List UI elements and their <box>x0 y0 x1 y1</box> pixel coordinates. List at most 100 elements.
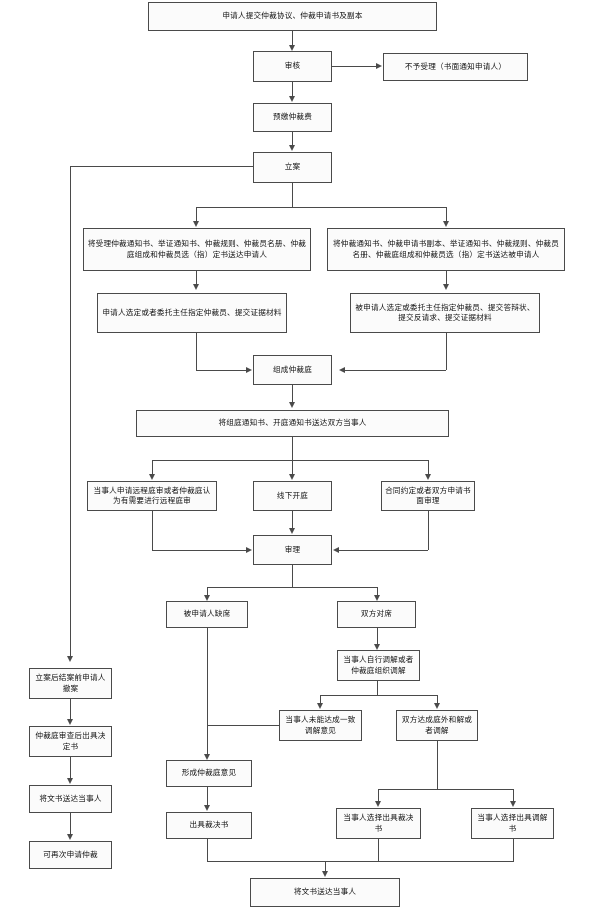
arrowhead-down <box>509 801 516 807</box>
node-submit-application: 申请人提交仲裁协议、仲裁申请书及副本 <box>148 2 437 31</box>
arrowhead-down <box>203 754 210 760</box>
arrowhead-down <box>374 801 381 807</box>
connector-both-present-to-mediation <box>377 628 378 644</box>
arrowhead-down <box>288 528 295 534</box>
node-label: 当事人选择出具调解书 <box>477 813 548 833</box>
connector-applicant-select-to-tribunal <box>196 370 246 371</box>
arrowhead-down <box>192 221 199 227</box>
arrowhead-left <box>333 546 339 553</box>
arrowhead-down <box>67 778 73 784</box>
connector-withdraw-to-decision <box>70 699 71 719</box>
connector-serve-respondent-to-select <box>446 271 447 284</box>
arrowhead-down <box>424 474 431 480</box>
node-label: 审核 <box>284 61 301 71</box>
node-review: 审核 <box>253 51 332 82</box>
node-label: 不予受理（书面通知申请人） <box>404 61 507 71</box>
node-label: 当事人申请远程庭审或者仲裁庭认为有需要进行远程庭审 <box>93 485 211 505</box>
node-label: 申请人提交仲裁协议、仲裁申请书及副本 <box>222 11 363 21</box>
connector-respondent-select-down <box>446 333 447 370</box>
connector-remote-to-hearing-h <box>152 550 246 551</box>
connector-mediation-split <box>320 695 437 696</box>
node-choose-award: 当事人选择出具裁决书 <box>336 808 421 839</box>
node-serve-applicant: 将受理仲裁通知书、举证通知书、仲裁规则、仲裁员名册、仲裁庭组成和仲裁员选（指）定… <box>83 228 311 271</box>
node-withdraw-case: 立案后结案前申请人撤案 <box>29 668 112 699</box>
node-respondent-select-arbitrator: 被申请人选定或委托主任指定仲裁员、提交答辩状、提交反请求、提交证据材料 <box>350 293 540 333</box>
arrowhead-down <box>373 644 380 650</box>
connector-to-choose-award <box>378 789 379 801</box>
connector-absent-to-opinion <box>207 628 208 754</box>
node-label: 双方达成庭外和解或者调解 <box>401 715 473 735</box>
node-label: 申请人选定或者委托主任指定仲裁员、提交证据材料 <box>102 307 282 317</box>
node-mediation-failed: 当事人未能达成一致调解意见 <box>279 710 362 741</box>
connector-to-remote-hearing <box>152 460 153 474</box>
connector-to-written-hearing <box>428 460 429 474</box>
connector-left-branch-down <box>70 166 71 656</box>
connector-applicant-select-down <box>196 333 197 370</box>
node-label: 审理 <box>284 544 301 554</box>
node-not-accepted: 不予受理（书面通知申请人） <box>383 53 528 81</box>
node-applicant-select-arbitrator: 申请人选定或者委托主任指定仲裁员、提交证据材料 <box>97 293 287 333</box>
connector-filing-split <box>196 207 446 208</box>
arrowhead-down <box>67 719 73 725</box>
connector-mediation-down <box>377 681 378 695</box>
node-hearing: 审理 <box>253 535 332 565</box>
connector-hearing-outcome-split <box>207 587 377 588</box>
node-label: 预缴仲裁费 <box>273 112 312 122</box>
connector-hearing-down <box>292 565 293 587</box>
connector-to-serve-respondent <box>446 207 447 221</box>
node-label: 当事人未能达成一致调解意见 <box>285 715 356 735</box>
connector-respondent-select-to-tribunal <box>345 370 446 371</box>
arrowhead-down <box>288 45 295 51</box>
connector-to-respondent-absent <box>207 587 208 595</box>
node-choose-mediation-doc: 当事人选择出具调解书 <box>471 808 554 839</box>
connector-award-down <box>207 839 208 861</box>
arrowhead-down <box>203 595 210 601</box>
node-label: 线下开庭 <box>276 490 309 500</box>
arrowhead-down <box>203 805 210 811</box>
arrowhead-down <box>442 284 449 290</box>
node-label: 被申请人选定或委托主任指定仲裁员、提交答辩状、提交反请求、提交证据材料 <box>355 302 535 322</box>
arrowhead-right <box>376 62 382 69</box>
connector-to-choose-mediation-doc <box>513 789 514 801</box>
connector-filing-down <box>292 183 293 207</box>
node-offline-hearing: 线下开庭 <box>253 481 332 511</box>
arrowhead-right <box>246 546 252 553</box>
connector-submit-to-review <box>292 31 293 45</box>
connector-serve-to-reapply <box>70 813 71 834</box>
node-label: 当事人自行调解或者仲裁庭组织调解 <box>343 655 414 675</box>
node-label: 被申请人缺席 <box>183 609 231 619</box>
arrowhead-down <box>192 284 199 290</box>
node-label: 组成仲裁庭 <box>273 364 312 374</box>
connector-review-to-not-accepted <box>332 66 376 67</box>
node-label: 形成仲裁庭意见 <box>181 768 237 778</box>
connector-prepay-to-filing <box>292 132 293 145</box>
node-label: 将仲裁通知书、仲裁申请书副本、举证通知书、仲裁规则、仲裁员名册、仲裁庭组成和仲裁… <box>332 239 559 259</box>
arrowhead-down <box>288 96 295 102</box>
node-mediation: 当事人自行调解或者仲裁庭组织调解 <box>337 650 420 681</box>
connector-opinion-to-award <box>207 787 208 805</box>
node-label: 将受理仲裁通知书、举证通知书、仲裁规则、仲裁员名册、仲裁庭组成和仲裁员选（指）定… <box>87 239 307 259</box>
connector-mediation-failed-to-left <box>207 725 279 726</box>
arrowhead-down <box>67 656 73 662</box>
arrowhead-down <box>373 595 380 601</box>
connector-settlement-split <box>378 789 513 790</box>
connector-tribunal-to-notice <box>292 385 293 402</box>
connector-to-serve-applicant <box>196 207 197 221</box>
node-respondent-absent: 被申请人缺席 <box>166 601 248 628</box>
node-label: 双方对席 <box>360 609 393 619</box>
node-label: 合同约定或者双方申请书面审理 <box>385 485 471 505</box>
node-case-filing: 立案 <box>253 152 332 183</box>
connector-written-to-hearing-v <box>428 511 429 550</box>
arrowhead-down <box>321 871 328 877</box>
arrowhead-down <box>288 402 295 408</box>
arrowhead-down <box>288 145 295 151</box>
node-label: 将文书送达当事人 <box>293 887 357 897</box>
connector-to-offline-hearing <box>292 460 293 474</box>
connector-bottom-merge <box>207 861 514 862</box>
node-label: 可再次申请仲裁 <box>43 849 98 859</box>
connector-to-both-present <box>377 587 378 595</box>
node-label: 当事人选择出具裁决书 <box>343 813 414 833</box>
arrowhead-down <box>433 703 440 709</box>
node-serve-documents-bottom: 将文书送达当事人 <box>250 878 400 907</box>
node-issue-award: 出具裁决书 <box>166 812 252 839</box>
